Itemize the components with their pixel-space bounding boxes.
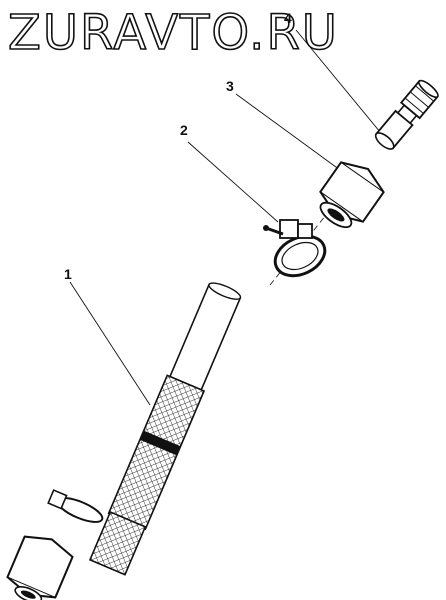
leader-line-1: [69, 281, 151, 406]
leader-line-3: [235, 93, 341, 171]
callout-1: 1: [64, 266, 72, 282]
leader-lines: [69, 29, 386, 406]
clamp: [263, 219, 327, 278]
hose: [88, 282, 242, 576]
union-nut: [319, 161, 385, 229]
lower-union-nut: [6, 535, 74, 600]
lower-clamp: [47, 489, 104, 523]
watermark-text: ZURAVTO.RU: [7, 4, 339, 62]
callout-3: 3: [226, 78, 234, 94]
callout-4: 4: [284, 10, 292, 26]
nipple: [374, 79, 439, 150]
leader-line-4: [295, 29, 386, 139]
leader-line-2: [187, 141, 279, 223]
callout-2: 2: [180, 122, 188, 138]
